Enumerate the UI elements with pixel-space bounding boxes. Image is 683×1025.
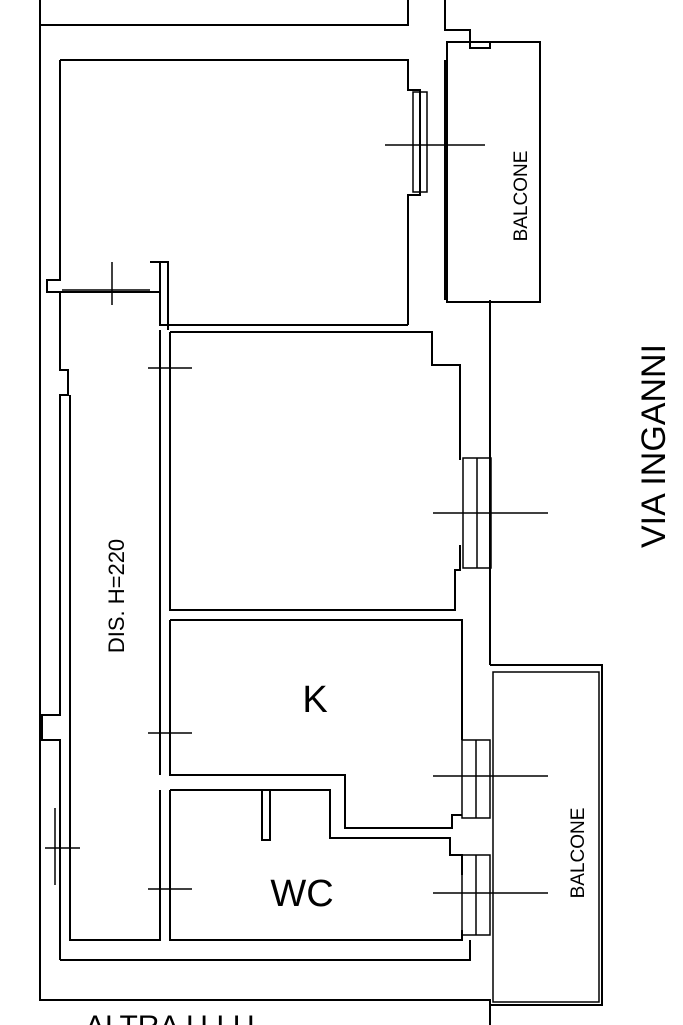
upper-balcony-label: BALCONE	[511, 151, 532, 242]
bathroom-label: WC	[270, 873, 333, 915]
room-bathroom	[169, 789, 463, 941]
corridor-label: DIS. H=220	[104, 539, 129, 653]
adjacent-unit-label: ALTRA U.I.U.	[85, 1010, 263, 1025]
street-label: VIA INGANNI	[635, 344, 673, 548]
corridor-walls	[41, 261, 169, 960]
lower-balcony-label: BALCONE	[568, 808, 589, 899]
door-marks	[148, 367, 192, 890]
room-kitchen	[169, 619, 463, 829]
balcony-upper	[446, 41, 541, 303]
outer-walls	[39, 0, 491, 1025]
room-middle	[169, 331, 461, 611]
windows	[45, 91, 548, 936]
balcony-lower	[490, 664, 603, 1006]
kitchen-label: K	[302, 679, 327, 721]
